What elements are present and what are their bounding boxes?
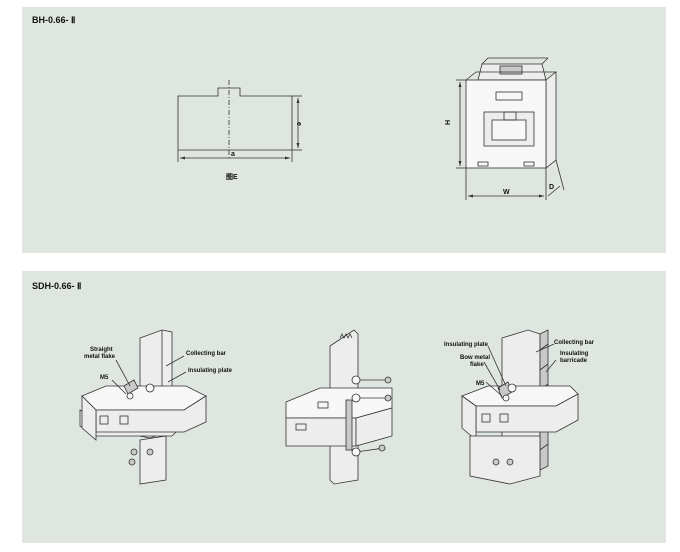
label-insulating-barricade-1: Insulating bbox=[560, 351, 589, 357]
figure-left: Straight metal flake Collecting bar M5 I… bbox=[79, 329, 233, 485]
label-bow-flake-2: flake bbox=[470, 362, 484, 368]
panel-bh bbox=[22, 7, 666, 253]
label-collecting-bar-left: Collecting bar bbox=[186, 351, 227, 357]
diagram-dimensions: H W D bbox=[445, 57, 565, 200]
label-straight-flake-1: Straight bbox=[90, 347, 113, 353]
label-straight-flake-2: metal flake bbox=[84, 354, 116, 360]
panel-bh-title: BH-0.66- Ⅱ bbox=[32, 15, 76, 25]
label-bow-flake-1: Bow metal bbox=[460, 355, 490, 361]
label-w: W bbox=[503, 189, 510, 196]
caption-e: 图E bbox=[226, 172, 238, 181]
label-insulating-plate-left: Insulating plate bbox=[188, 368, 233, 374]
label-a: a bbox=[231, 151, 235, 158]
figure-middle bbox=[285, 329, 393, 485]
label-collecting-bar-right: Collecting bar bbox=[554, 340, 595, 346]
label-m5-right: M5 bbox=[476, 381, 485, 387]
label-insulating-barricade-2: barricade bbox=[560, 358, 588, 364]
label-m5-left: M5 bbox=[100, 375, 109, 381]
figure-right: Insulating plate Collecting bar Bow meta… bbox=[444, 329, 595, 485]
panel-sdh-title: SDH-0.66- Ⅱ bbox=[32, 281, 82, 291]
label-e: e bbox=[295, 122, 302, 126]
label-insulating-plate-right: Insulating plate bbox=[444, 342, 489, 348]
label-d: D bbox=[549, 184, 554, 191]
label-h: H bbox=[445, 120, 452, 125]
diagram-e: a e 图E bbox=[177, 80, 302, 181]
